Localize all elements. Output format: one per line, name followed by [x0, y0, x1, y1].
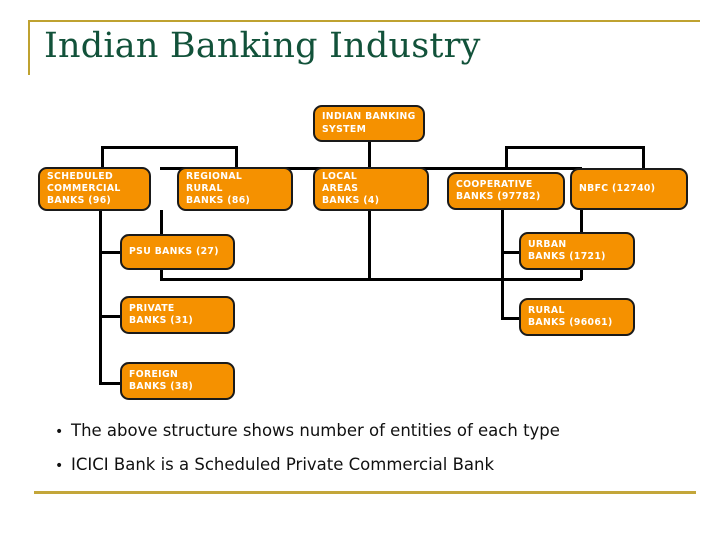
connector-drop-coop: [505, 146, 508, 170]
connector-root-stem: [368, 141, 371, 169]
connector-drop-scb: [101, 146, 104, 170]
bullet-marker-icon: •: [55, 458, 64, 474]
connector-coop-spine: [501, 210, 504, 320]
node-rural-banks[interactable]: RURAL BANKS (96061): [519, 298, 635, 336]
connector-stub-private: [99, 315, 121, 318]
node-private-banks[interactable]: PRIVATE BANKS (31): [120, 296, 235, 334]
page-title: Indian Banking Industry: [44, 26, 481, 66]
connector-lower-bus: [160, 278, 582, 281]
top-gold-rule: [28, 20, 700, 22]
connector-stub-foreign: [99, 382, 121, 385]
node-scheduled-commercial-banks[interactable]: SCHEDULED COMMERCIAL BANKS (96): [38, 167, 151, 211]
connector-scb-spine: [99, 210, 102, 385]
node-indian-banking-system[interactable]: INDIAN BANKING SYSTEM: [313, 105, 425, 142]
connector-bus-right-upper: [505, 146, 645, 149]
connector-stub-urban: [501, 251, 522, 254]
list-item: • The above structure shows number of en…: [55, 420, 705, 443]
connector-stub-psu: [99, 251, 121, 254]
left-gold-rule: [28, 20, 30, 75]
node-local-areas-banks[interactable]: LOCAL AREAS BANKS (4): [313, 167, 429, 211]
connector-lab-tail: [368, 210, 371, 280]
connector-bus-left-upper: [101, 146, 238, 149]
connector-drop-rrb: [235, 146, 238, 170]
bullet-text: The above structure shows number of enti…: [71, 421, 560, 440]
node-nbfc[interactable]: NBFC (12740): [570, 168, 688, 210]
list-item: • ICICI Bank is a Scheduled Private Comm…: [55, 454, 705, 477]
bullet-marker-icon: •: [55, 424, 64, 440]
connector-drop-nbfc: [642, 146, 645, 170]
bullet-text: ICICI Bank is a Scheduled Private Commer…: [71, 455, 495, 474]
connector-stub-rural: [501, 317, 522, 320]
node-psu-banks[interactable]: PSU BANKS (27): [120, 234, 235, 270]
node-foreign-banks[interactable]: FOREIGN BANKS (38): [120, 362, 235, 400]
bullet-list: • The above structure shows number of en…: [55, 420, 705, 488]
node-urban-banks[interactable]: URBAN BANKS (1721): [519, 232, 635, 270]
node-regional-rural-banks[interactable]: REGIONAL RURAL BANKS (86): [177, 167, 293, 211]
node-cooperative-banks[interactable]: COOPERATIVE BANKS (97782): [447, 172, 565, 210]
bottom-gold-rule: [34, 491, 696, 494]
